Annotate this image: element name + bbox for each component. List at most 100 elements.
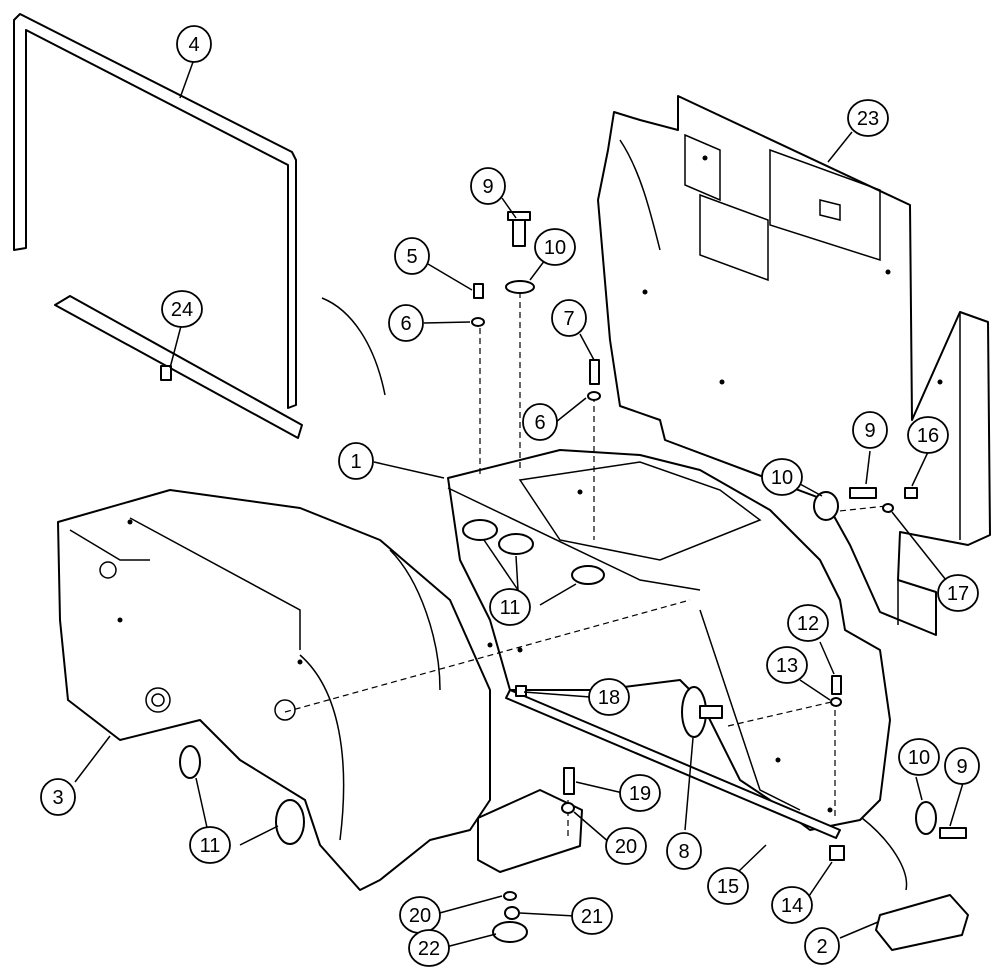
callout-number: 18 bbox=[598, 687, 620, 709]
callout-20: 20 bbox=[399, 896, 441, 934]
callout-21: 21 bbox=[571, 897, 613, 935]
callout-bubble bbox=[571, 897, 613, 935]
alignment-line bbox=[284, 599, 691, 713]
callout-bubble bbox=[766, 646, 808, 684]
callout-bubble bbox=[761, 458, 803, 496]
callout-number: 4 bbox=[188, 34, 199, 56]
callout-10: 10 bbox=[534, 228, 576, 266]
callout-number: 12 bbox=[797, 613, 819, 635]
callout-number: 10 bbox=[544, 237, 566, 259]
bolt-16 bbox=[904, 487, 918, 499]
callout-6: 6 bbox=[388, 304, 424, 342]
callout-24: 24 bbox=[161, 290, 203, 328]
hardware bbox=[179, 211, 967, 943]
callout-bubble bbox=[161, 290, 203, 328]
callout-number: 20 bbox=[409, 905, 431, 927]
callout-bubble bbox=[666, 832, 702, 870]
part-8-knob bbox=[681, 686, 723, 738]
callout-number: 3 bbox=[52, 787, 63, 809]
callout-number: 15 bbox=[717, 876, 739, 898]
callout-11: 11 bbox=[489, 588, 531, 626]
washer-6-upper bbox=[471, 317, 485, 327]
callout-number: 9 bbox=[482, 176, 493, 198]
callout-number: 8 bbox=[678, 841, 689, 863]
callout-1: 1 bbox=[338, 442, 374, 480]
callout-15: 15 bbox=[707, 867, 749, 905]
callout-number: 7 bbox=[563, 308, 574, 330]
callout-10: 10 bbox=[761, 458, 803, 496]
callout-number: 24 bbox=[171, 299, 193, 321]
leader-lines bbox=[74, 61, 964, 948]
callout-2: 2 bbox=[804, 927, 840, 965]
bolt-18 bbox=[515, 685, 527, 697]
callout-number: 22 bbox=[418, 938, 440, 960]
plug-11b bbox=[498, 533, 534, 555]
washer-10-right bbox=[813, 491, 839, 521]
callout-bubble bbox=[707, 867, 749, 905]
callout-number: 11 bbox=[200, 835, 221, 857]
callout-number: 23 bbox=[857, 108, 879, 130]
pad-22 bbox=[492, 921, 528, 943]
callout-bubble bbox=[338, 442, 374, 480]
arc-pointer-2 bbox=[861, 817, 908, 891]
nut-21 bbox=[504, 906, 520, 920]
callout-bubble bbox=[771, 886, 813, 924]
washer-20-bottom bbox=[503, 891, 517, 901]
callout-bubble bbox=[907, 416, 949, 454]
callout-3: 3 bbox=[40, 778, 76, 816]
callout-number: 13 bbox=[776, 655, 798, 677]
washer-20 bbox=[561, 802, 575, 814]
callout-number: 6 bbox=[534, 412, 545, 434]
callout-bubble bbox=[176, 25, 212, 63]
washer-10-lower bbox=[915, 801, 937, 835]
support-bracket bbox=[477, 789, 583, 873]
callout-12: 12 bbox=[787, 604, 829, 642]
callout-bubble bbox=[40, 778, 76, 816]
callout-bubble bbox=[937, 574, 979, 612]
callout-8: 8 bbox=[666, 832, 702, 870]
bolt-7 bbox=[589, 359, 600, 385]
callout-number: 17 bbox=[947, 583, 969, 605]
callout-bubble bbox=[551, 299, 587, 337]
callout-4: 4 bbox=[176, 25, 212, 63]
plug-11c bbox=[571, 565, 605, 585]
callout-number: 10 bbox=[771, 467, 793, 489]
callout-bubble bbox=[522, 403, 558, 441]
callout-bubble bbox=[470, 167, 506, 205]
callout-17: 17 bbox=[937, 574, 979, 612]
nut-14 bbox=[829, 845, 845, 861]
part-4-window-frame bbox=[13, 13, 297, 409]
callout-bubble bbox=[534, 228, 576, 266]
callout-number: 9 bbox=[864, 420, 875, 442]
callout-bubble bbox=[189, 826, 231, 864]
plug-11-bottom bbox=[275, 799, 305, 845]
callout-7: 7 bbox=[551, 299, 587, 337]
callout-number: 16 bbox=[917, 425, 939, 447]
callout-10: 10 bbox=[898, 738, 940, 776]
part-2-bracket bbox=[875, 894, 969, 951]
callout-5: 5 bbox=[394, 237, 430, 275]
bolt-19 bbox=[563, 767, 575, 795]
bolt-9-lower bbox=[939, 827, 967, 839]
callout-bubble bbox=[489, 588, 531, 626]
callout-number: 14 bbox=[781, 895, 803, 917]
callout-number: 11 bbox=[500, 597, 521, 619]
callout-20: 20 bbox=[605, 827, 647, 865]
callout-bubble bbox=[847, 99, 889, 137]
part-1-fender-deck bbox=[447, 449, 891, 831]
part-24-strip bbox=[54, 295, 303, 439]
callout-number: 9 bbox=[956, 756, 967, 778]
alignment-line bbox=[727, 699, 841, 727]
bolt-9-upper bbox=[512, 217, 526, 247]
callout-bubble bbox=[408, 929, 450, 967]
bolt-9-head bbox=[507, 211, 531, 221]
callout-number: 21 bbox=[581, 906, 603, 928]
callout-11: 11 bbox=[189, 826, 231, 864]
plug-11-left bbox=[179, 745, 201, 779]
washer-13 bbox=[830, 697, 842, 707]
callout-14: 14 bbox=[771, 886, 813, 924]
callout-number: 20 bbox=[615, 836, 637, 858]
